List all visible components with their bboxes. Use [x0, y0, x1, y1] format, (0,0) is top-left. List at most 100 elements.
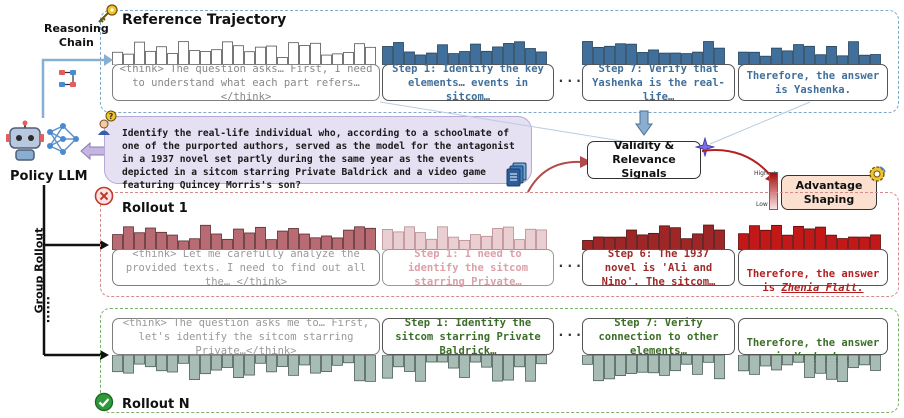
rolloutN-think-bars-bar — [244, 355, 255, 376]
reasoning-chain-label: Reasoning Chain — [44, 22, 109, 49]
rolloutN-step7-bars-bar — [714, 355, 725, 380]
rollout1-think-bars-bar — [112, 234, 123, 250]
rolloutN-think-bars-bar — [145, 355, 156, 368]
reference-answer-bars-bar — [859, 54, 870, 65]
rolloutN-think-bars-bar — [112, 355, 123, 373]
rollout1-think-box: <think> Let me carefully analyze the pro… — [112, 248, 380, 288]
reference-step7-bars-bar — [703, 41, 714, 65]
validity-relevance-box: Validity & Relevance Signals — [587, 139, 701, 180]
reference-step7-bars-bar — [615, 43, 626, 65]
reference-step1-bars-bar — [514, 41, 525, 65]
low-label: Low — [756, 201, 768, 208]
rollout1-think-bars-bar — [178, 240, 189, 250]
rollout1-answer-bars-bar — [804, 228, 815, 250]
rollout1-answer-prefix: Therefore, the answer is — [746, 268, 880, 294]
rollout1-step1-bars-bar — [393, 231, 404, 250]
rollout1-think-bars-bar — [211, 233, 222, 250]
rolloutN-step7-box: Step 7: Verify connection to other eleme… — [582, 317, 735, 357]
rollout1-think-bars-bar — [266, 239, 277, 250]
rollout-n-panel — [100, 308, 899, 413]
reference-step7-bars-bar — [637, 52, 648, 65]
rolloutN-answer-bars-bar — [848, 355, 859, 369]
reference-step1-bars-bar — [481, 50, 492, 65]
rollout1-step1-bars-bar — [525, 228, 536, 250]
rollout1-answer-bars-bar — [738, 233, 749, 250]
rolloutN-step7-bars — [582, 355, 725, 382]
rollout1-think-bars-bar — [310, 237, 321, 250]
sparkle-icon — [695, 137, 715, 157]
rollout1-think-bars-bar — [167, 234, 178, 250]
rolloutN-think-bars-bar — [354, 355, 365, 382]
rolloutN-step7-bars-bar — [648, 355, 659, 374]
rolloutN-think-bars-bar — [343, 355, 354, 364]
rolloutN-step7-bars-bar — [626, 355, 637, 374]
rollout1-answer-bars-bar — [826, 234, 837, 250]
rolloutN-step7-bars-bar — [604, 355, 615, 380]
rollout1-step6-bars-bar — [670, 227, 681, 250]
rolloutN-answer-bars — [738, 355, 881, 382]
reference-step7-bars-bar — [659, 52, 670, 65]
reference-answer-bars-bar — [815, 54, 826, 65]
rollout-1-panel — [100, 192, 899, 297]
question-to-llm-arrow — [80, 142, 107, 160]
rollout1-step1-bars-bar — [459, 240, 470, 250]
rollout1-answer-value: Zhenia Flatt. — [781, 282, 864, 294]
rolloutN-think-bars-bar — [211, 355, 222, 371]
rolloutN-think-bars-bar — [233, 355, 244, 378]
rollout1-step6-bars-bar — [637, 234, 648, 250]
rollout1-step6-bars-bar — [582, 240, 593, 250]
reference-step1-bars-bar — [415, 54, 426, 65]
rolloutN-step7-bars-bar — [593, 355, 604, 382]
rollout1-step1-bars-bar — [448, 236, 459, 250]
score-gradient-bar — [769, 172, 778, 210]
reference-trajectory-label: Reference Trajectory — [122, 12, 287, 28]
reference-step1-bars-bar — [536, 51, 547, 65]
rollout1-answer-bars-bar — [848, 236, 859, 250]
rolloutN-answer-bars-bar — [826, 355, 837, 380]
reference-answer-bars-bar — [870, 54, 881, 65]
reference-think-bars-bar — [156, 46, 167, 65]
reference-funnel — [380, 101, 811, 145]
documents-icon — [506, 162, 527, 187]
reference-step1-box: Step 1: Identify the key elements… event… — [382, 63, 554, 103]
rolloutN-step7-bars-bar — [681, 355, 692, 365]
rollout1-answer-bars-bar — [771, 224, 782, 250]
rollout1-think-bars-bar — [222, 238, 233, 250]
rolloutN-answer-bars-bar — [815, 355, 826, 374]
rolloutN-answer-bars-bar — [749, 355, 760, 375]
reference-think-bars-bar — [244, 51, 255, 65]
rolloutN-answer-bars-bar — [771, 355, 782, 371]
reference-step7-bars-bar — [714, 47, 725, 65]
rolloutN-think-bars-bar — [288, 355, 299, 376]
robot-icon — [6, 120, 44, 161]
rolloutN-think-bars-bar — [123, 355, 134, 374]
reference-think-bars-bar — [123, 53, 134, 65]
rollout1-step1-box: Step 1: I need to identify the sitcom st… — [382, 248, 554, 288]
rolloutN-step7-bars-bar — [659, 355, 670, 376]
reference-step1-bars-bar — [525, 48, 536, 65]
key-icon — [98, 4, 118, 23]
reference-step7-bars-bar — [593, 46, 604, 65]
reference-answer-bars-bar — [793, 44, 804, 65]
rollout1-think-bars-bar — [277, 230, 288, 250]
rolloutN-think-bars-bar — [299, 355, 310, 366]
rollout1-answer-bars-bar — [859, 236, 870, 250]
rollout1-step6-bars-bar — [648, 232, 659, 250]
rollout1-step6-box: Step 6: The 1937 novel is 'Ali and Nino'… — [582, 248, 735, 288]
rollout1-answer-bars-bar — [870, 234, 881, 250]
rolloutN-step7-bars-bar — [582, 355, 593, 365]
rolloutN-step1-box: Step 1: Identify the sitcom starring Pri… — [382, 317, 554, 357]
rollout1-answer-bars-bar — [837, 238, 848, 250]
rolloutN-answer-bars-bar — [760, 355, 771, 367]
reference-think-bars-bar — [332, 53, 343, 65]
rolloutN-answer-bars-bar — [870, 355, 881, 371]
rollout1-step1-bars-bar — [514, 239, 525, 250]
rolloutN-think-bars-bar — [222, 355, 233, 368]
rollout1-answer-bars-bar — [793, 225, 804, 250]
rollout1-step1-bars-bar — [481, 235, 492, 250]
rolloutN-step7-bars-bar — [703, 355, 714, 363]
reference-trajectory-panel — [100, 10, 899, 113]
reference-step7-bars-bar — [670, 52, 681, 65]
group-rollout-bracket — [42, 185, 109, 360]
rolloutN-step1-bars-bar — [481, 355, 492, 368]
